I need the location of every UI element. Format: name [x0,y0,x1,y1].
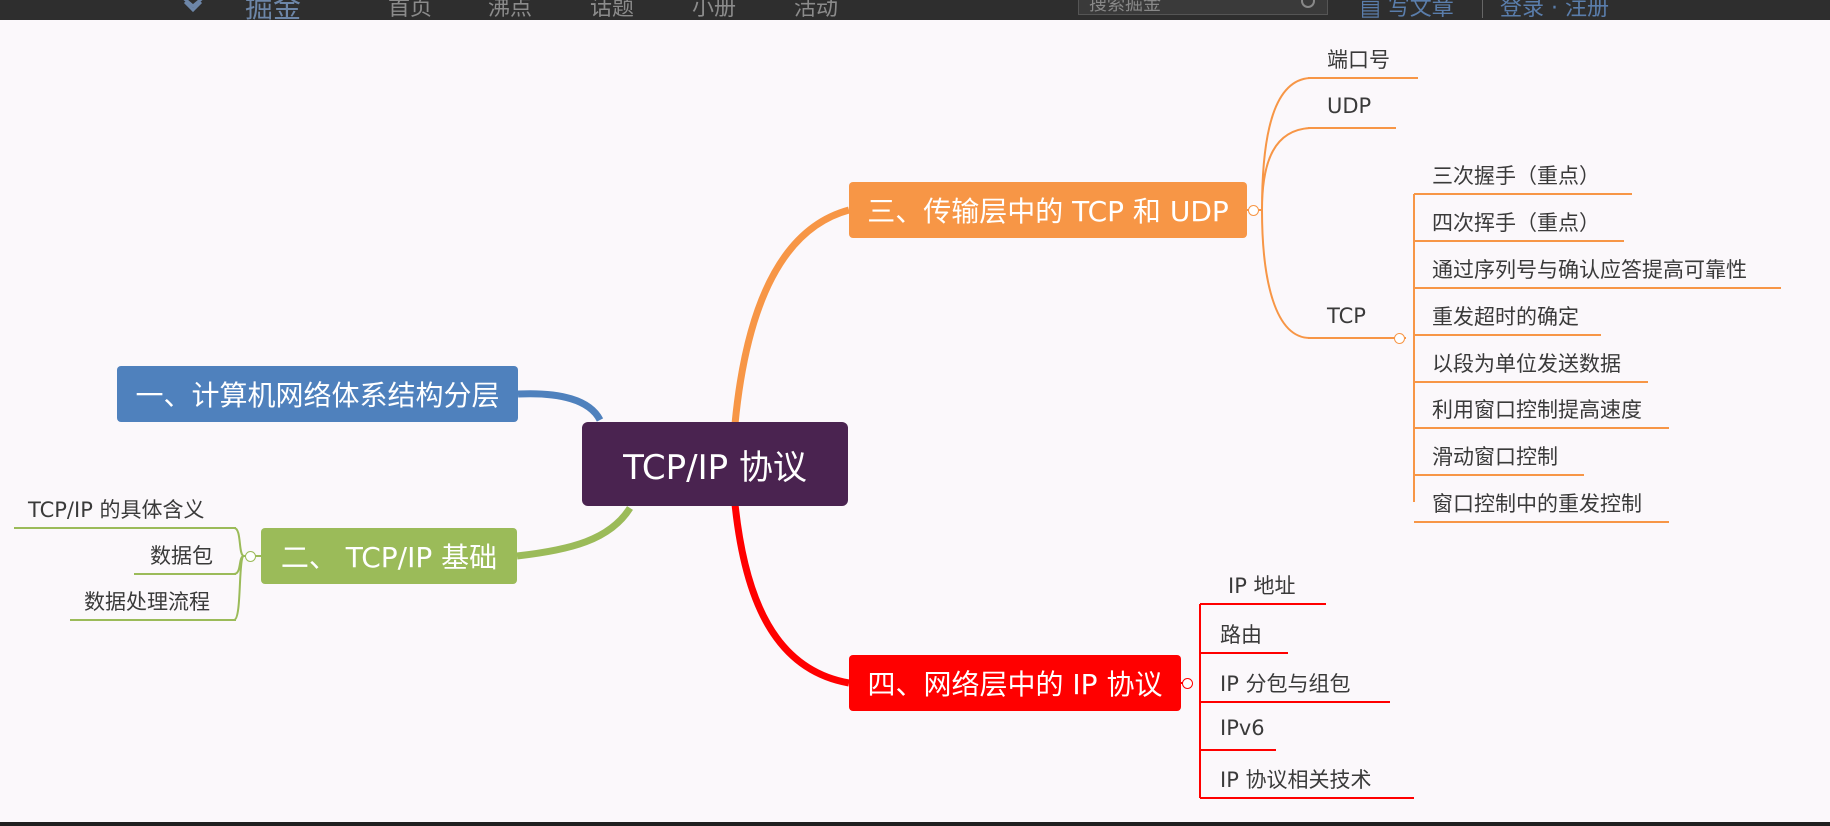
leaf-tcp-segment[interactable]: 以段为单位发送数据 [1432,352,1621,376]
leaf-tcp[interactable]: TCP [1327,304,1366,328]
nav-divider [1482,0,1483,18]
collapse-toggle-tcp[interactable] [1394,333,1405,344]
leaf-data-flow[interactable]: 数据处理流程 [84,590,210,614]
link-root-b3 [731,206,850,425]
central-topic[interactable]: TCP/IP 协议 [582,422,848,506]
link-b3-leaves [1261,77,1311,339]
leaf-tcp-window-speed[interactable]: 利用窗口控制提高速度 [1432,398,1642,422]
leaf-routing[interactable]: 路由 [1220,623,1262,647]
top-navigation-bar: 掘金 首页 沸点 话题 小册 活动 搜索掘金 ▤ 写文章 登录 · 注册 [0,0,1830,20]
leaf-tcp-seq-ack[interactable]: 通过序列号与确认应答提高可靠性 [1432,258,1747,282]
nav-item-books[interactable]: 小册 [692,0,737,20]
search-placeholder: 搜索掘金 [1089,0,1161,15]
bottom-edge [0,822,1830,826]
leaf-ip-address[interactable]: IP 地址 [1228,574,1296,598]
nav-item-events[interactable]: 活动 [794,0,839,20]
collapse-toggle-b4[interactable] [1182,678,1193,689]
branch-network-layer-ip[interactable]: 四、网络层中的 IP 协议 [849,655,1181,711]
write-article-link[interactable]: ▤ 写文章 [1360,0,1454,20]
leaf-tcp-window-retransmit[interactable]: 窗口控制中的重发控制 [1432,492,1642,516]
branch-tcpip-basics[interactable]: 二、 TCP/IP 基础 [261,528,517,584]
leaf-tcp-handshake[interactable]: 三次握手（重点） [1432,164,1600,188]
nav-item-topics[interactable]: 话题 [590,0,635,20]
collapse-toggle-b3[interactable] [1248,205,1259,216]
write-article-label: 写文章 [1387,0,1454,20]
leaf-ip-related-tech[interactable]: IP 协议相关技术 [1220,768,1372,792]
branch-network-layers[interactable]: 一、计算机网络体系结构分层 [117,366,518,422]
branch-transport-layer[interactable]: 三、传输层中的 TCP 和 UDP [849,182,1247,238]
leaf-udp[interactable]: UDP [1327,94,1372,118]
leaf-packet[interactable]: 数据包 [150,544,213,568]
link-root-b2 [516,506,633,560]
leaf-tcp-fourway[interactable]: 四次挥手（重点） [1432,211,1600,235]
collapse-toggle-b2[interactable] [245,551,256,562]
search-input[interactable]: 搜索掘金 [1078,0,1328,15]
leaf-tcpip-meaning[interactable]: TCP/IP 的具体含义 [28,498,205,522]
leaf-ip-fragmentation[interactable]: IP 分包与组包 [1220,672,1351,696]
juejin-logo-icon[interactable] [180,0,206,14]
leaf-tcp-timeout[interactable]: 重发超时的确定 [1432,305,1579,329]
link-root-b4 [731,503,850,687]
search-icon[interactable] [1301,0,1315,8]
leaf-port-number[interactable]: 端口号 [1327,48,1390,72]
mindmap-connectors [14,77,1781,799]
mindmap-canvas: TCP/IP 协议 一、计算机网络体系结构分层 二、 TCP/IP 基础 三、传… [0,20,1830,822]
nav-item-home[interactable]: 首页 [388,0,433,20]
leaf-tcp-sliding-window[interactable]: 滑动窗口控制 [1432,445,1558,469]
login-register-link[interactable]: 登录 · 注册 [1500,0,1609,20]
leaf-ipv6[interactable]: IPv6 [1220,716,1265,740]
nav-item-pins[interactable]: 沸点 [488,0,533,20]
link-root-b1 [517,390,604,422]
brand-name[interactable]: 掘金 [245,0,302,20]
